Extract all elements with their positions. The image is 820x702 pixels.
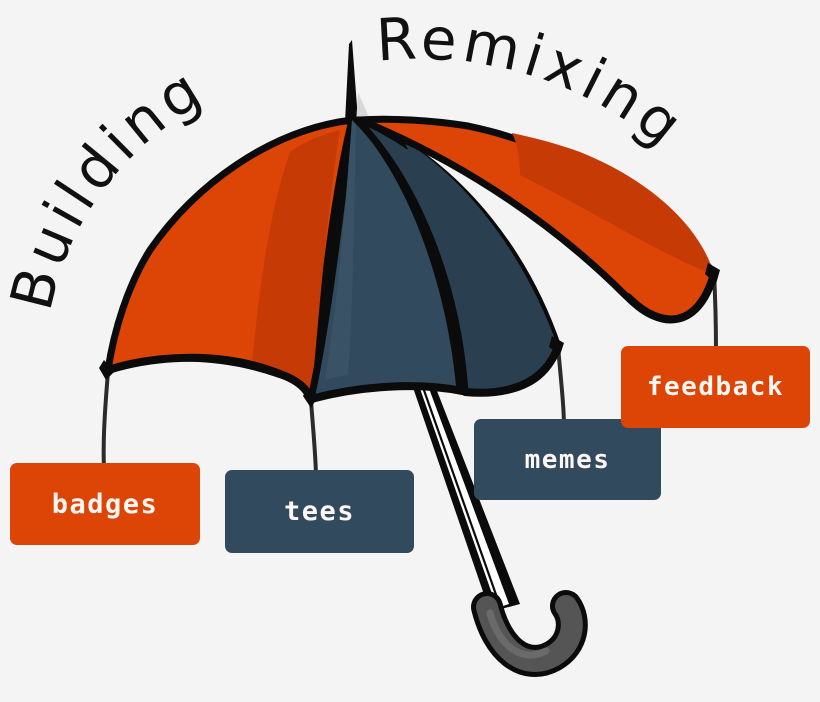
label-memes[interactable]: memes <box>474 419 661 500</box>
label-badges[interactable]: badges <box>10 463 200 545</box>
umbrella-canopy <box>99 115 720 408</box>
label-feedback-text: feedback <box>646 372 785 402</box>
label-memes-text: memes <box>524 444 611 475</box>
panel-left-orange-shade <box>252 130 340 399</box>
canopy-rim <box>104 270 718 403</box>
panel-center-left-slate-highlight <box>325 120 356 380</box>
rib-tip-right <box>705 263 720 284</box>
canopy-rib-tips <box>99 263 720 408</box>
umbrella-top-spike <box>345 40 372 124</box>
canopy-rim-right <box>624 270 718 324</box>
umbrella-top-spike-shape <box>345 40 358 122</box>
thread-tees <box>309 399 318 480</box>
umbrella-top-spike-shade <box>356 92 372 124</box>
handle-hook-highlight <box>486 609 550 659</box>
rib-tip-center-left <box>303 389 317 408</box>
thread-badges <box>101 370 110 472</box>
rib-tip-center-right <box>549 336 564 355</box>
label-tees[interactable]: tees <box>225 470 414 553</box>
label-feedback[interactable]: feedback <box>621 346 810 428</box>
canopy-rim-center <box>307 382 466 403</box>
panel-right-orange-shade <box>512 133 714 274</box>
label-badges-text: badges <box>51 488 159 520</box>
rib-tip-left <box>99 360 114 380</box>
umbrella-handle <box>397 337 588 677</box>
thread-memes <box>556 345 566 429</box>
canopy-rim-left <box>104 353 315 403</box>
label-tees-text: tees <box>283 496 356 527</box>
canopy-rim-center-right <box>461 343 562 397</box>
panel-center-right-slate-shade <box>404 140 558 394</box>
